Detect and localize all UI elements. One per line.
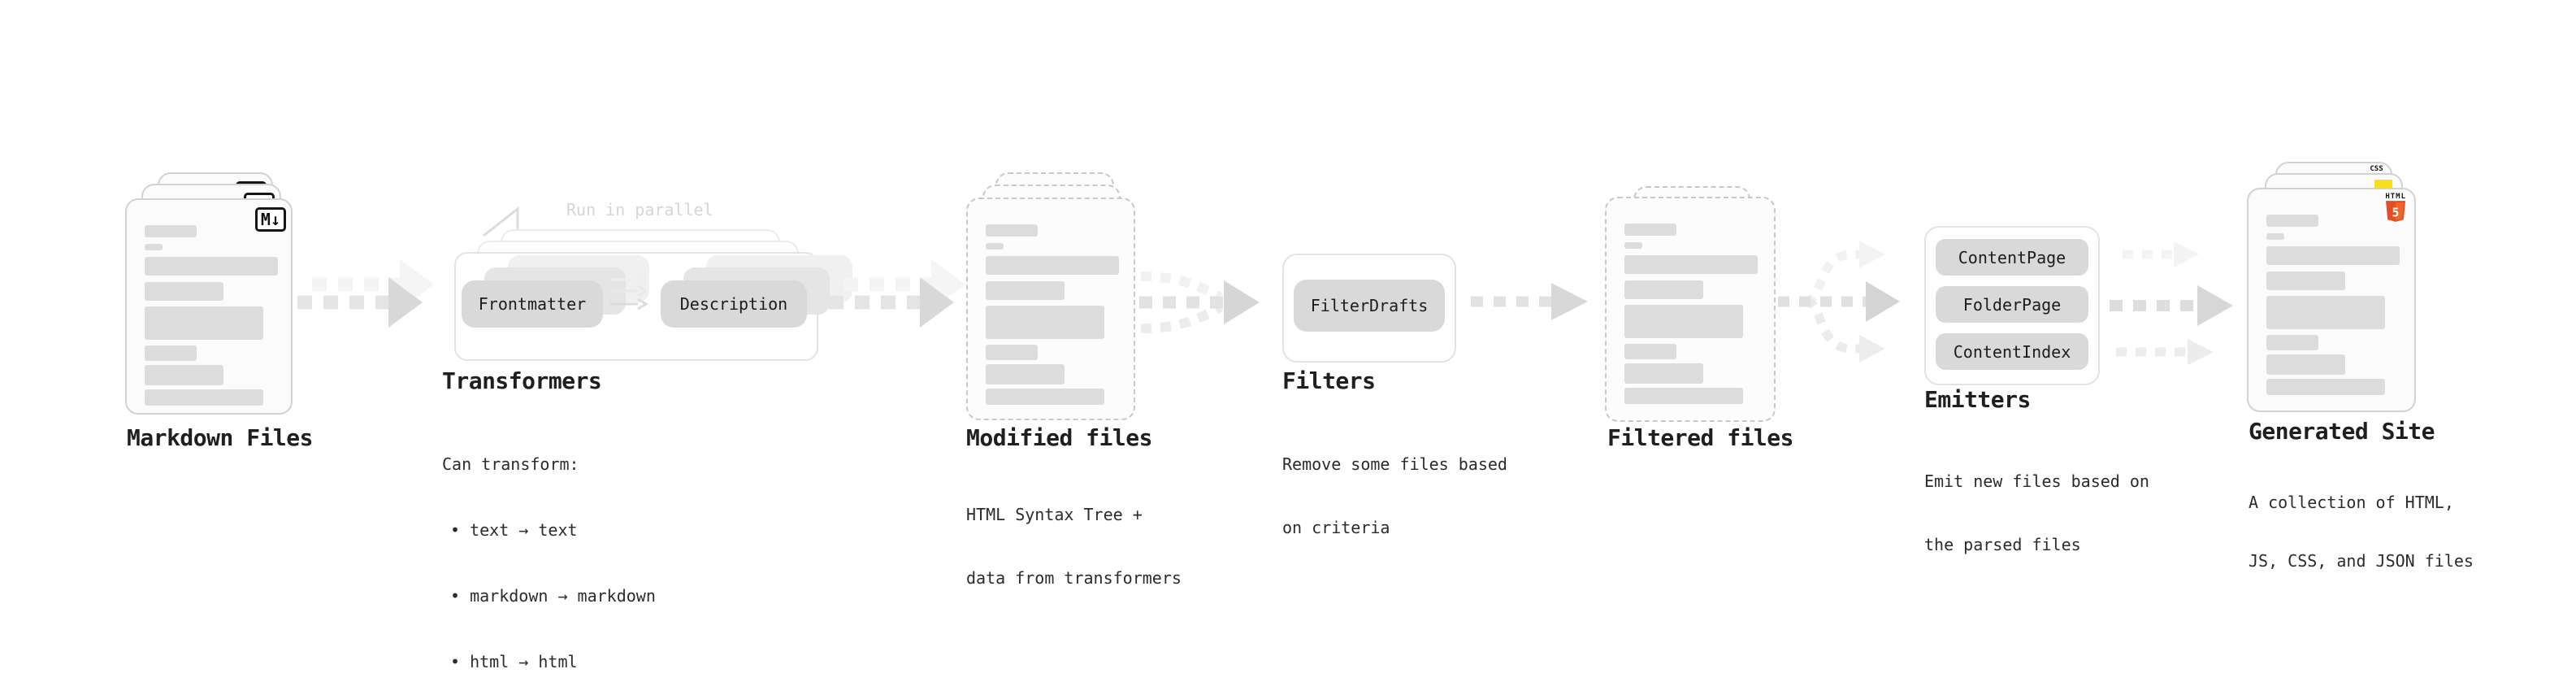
arrow-filters-to-filtered — [1471, 283, 1588, 320]
js-icon — [2374, 180, 2392, 189]
placeholder-bar — [986, 345, 1038, 360]
placeholder-bar — [1624, 388, 1743, 404]
arrow-main-layer — [297, 277, 423, 328]
emitter-chip-folderpage: FolderPage — [1936, 286, 2088, 323]
placeholder-bar — [986, 364, 1065, 384]
placeholder-bar — [1624, 344, 1676, 359]
placeholder-bar — [1624, 255, 1758, 274]
css-icon-label: CSS — [2370, 165, 2383, 173]
run-in-parallel-note: Run in parallel — [566, 200, 713, 219]
file-card-front — [1605, 197, 1776, 422]
description-line: • markdown → markdown — [450, 586, 656, 606]
description-line: • html → html — [450, 652, 578, 671]
transformers-heading: Transformers — [442, 367, 602, 394]
description-line: Can transform: — [442, 454, 579, 474]
emitters-heading: Emitters — [1924, 386, 2031, 413]
stage-markdown-files: M↓ M↓ M↓ — [125, 172, 296, 416]
description-line: JS, CSS, and JSON files — [2249, 551, 2474, 571]
placeholder-bar — [145, 365, 223, 385]
placeholder-bar — [1624, 305, 1743, 338]
stage-modified-files — [966, 172, 1137, 420]
emitter-chip-contentpage: ContentPage — [1936, 239, 2088, 276]
emitters-box: ContentPage FolderPage ContentIndex — [1924, 226, 2100, 385]
placeholder-bar — [2266, 233, 2284, 240]
description-line: data from transformers — [966, 568, 1182, 588]
emitter-chip-contentindex: ContentIndex — [1936, 333, 2088, 370]
filter-chip-filterdrafts: FilterDrafts — [1294, 280, 1445, 332]
file-card-front-html: HTML 5 — [2247, 188, 2416, 412]
html5-icon-label: HTML — [2385, 193, 2406, 201]
arrow-markdown-to-transformers — [297, 259, 434, 328]
stage-generated-site: CSS HTML 5 — [2247, 162, 2418, 414]
placeholder-bar — [145, 244, 163, 250]
placeholder-bar — [145, 345, 197, 361]
arrow-merge-modified-to-filters — [1139, 271, 1260, 333]
description-line: on criteria — [1282, 518, 1390, 537]
description-line: A collection of HTML, — [2249, 493, 2454, 512]
placeholder-bar — [986, 224, 1038, 237]
transformers-description: Can transform: • text → text • markdown … — [442, 410, 656, 695]
placeholder-bar — [145, 306, 263, 340]
filters-description: Remove some files based on criteria — [1282, 411, 1507, 559]
arrows-emitters-to-site — [2110, 241, 2233, 365]
transformer-chip-frontmatter: Frontmatter — [462, 280, 603, 328]
stage-filtered-files — [1605, 186, 1776, 422]
placeholder-bar — [986, 306, 1104, 339]
arrow-main-layer — [829, 277, 954, 328]
modified-files-description: HTML Syntax Tree + data from transformer… — [966, 462, 1182, 610]
html5-icon: HTML 5 — [2385, 193, 2406, 225]
placeholder-bar — [2266, 271, 2345, 290]
filtered-files-label: Filtered files — [1607, 424, 1794, 451]
arrow-transformers-to-modified — [829, 259, 965, 328]
placeholder-bar — [2266, 296, 2385, 329]
placeholder-bar — [1624, 280, 1703, 299]
file-card-front: M↓ — [125, 198, 293, 415]
svg-text:5: 5 — [2392, 206, 2400, 219]
description-line: Remove some files based — [1282, 454, 1507, 474]
placeholder-bar — [145, 225, 197, 237]
placeholder-bar — [2266, 354, 2345, 375]
modified-files-label: Modified files — [966, 424, 1153, 451]
generated-site-label: Generated Site — [2249, 418, 2435, 445]
placeholder-bar — [2266, 335, 2318, 350]
placeholder-bar — [986, 256, 1119, 275]
description-line: Emit new files based on — [1924, 471, 2149, 491]
transformer-chip-description: Description — [661, 280, 807, 328]
placeholder-bar — [145, 282, 223, 301]
generated-site-description: A collection of HTML, JS, CSS, and JSON … — [2249, 454, 2474, 590]
placeholder-bar — [1624, 224, 1676, 236]
stage-transformers: Frontmatter Description — [442, 229, 852, 367]
placeholder-bar — [986, 389, 1104, 405]
markdown-icon: M↓ — [254, 207, 286, 232]
description-line: • text → text — [450, 520, 578, 540]
arrow-fanout-filtered-to-emitters — [1778, 241, 1900, 363]
file-card-front — [966, 198, 1135, 420]
parallel-flow-arrows-icon — [610, 273, 648, 311]
placeholder-bar — [986, 243, 1004, 250]
placeholder-bar — [1624, 242, 1642, 249]
placeholder-bar — [145, 389, 263, 406]
description-line: HTML Syntax Tree + — [966, 505, 1143, 524]
placeholder-bar — [145, 257, 278, 276]
markdown-files-label: Markdown Files — [127, 424, 314, 451]
callout-line — [483, 206, 519, 237]
placeholder-bar — [2266, 379, 2385, 395]
emitters-description: Emit new files based on the parsed files — [1924, 428, 2149, 576]
placeholder-bar — [2266, 246, 2400, 265]
description-line: the parsed files — [1924, 535, 2081, 554]
filters-heading: Filters — [1282, 367, 1376, 394]
placeholder-bar — [2266, 215, 2318, 227]
filters-box: FilterDrafts — [1282, 254, 1456, 363]
placeholder-bar — [1624, 363, 1703, 384]
placeholder-bar — [986, 281, 1065, 300]
